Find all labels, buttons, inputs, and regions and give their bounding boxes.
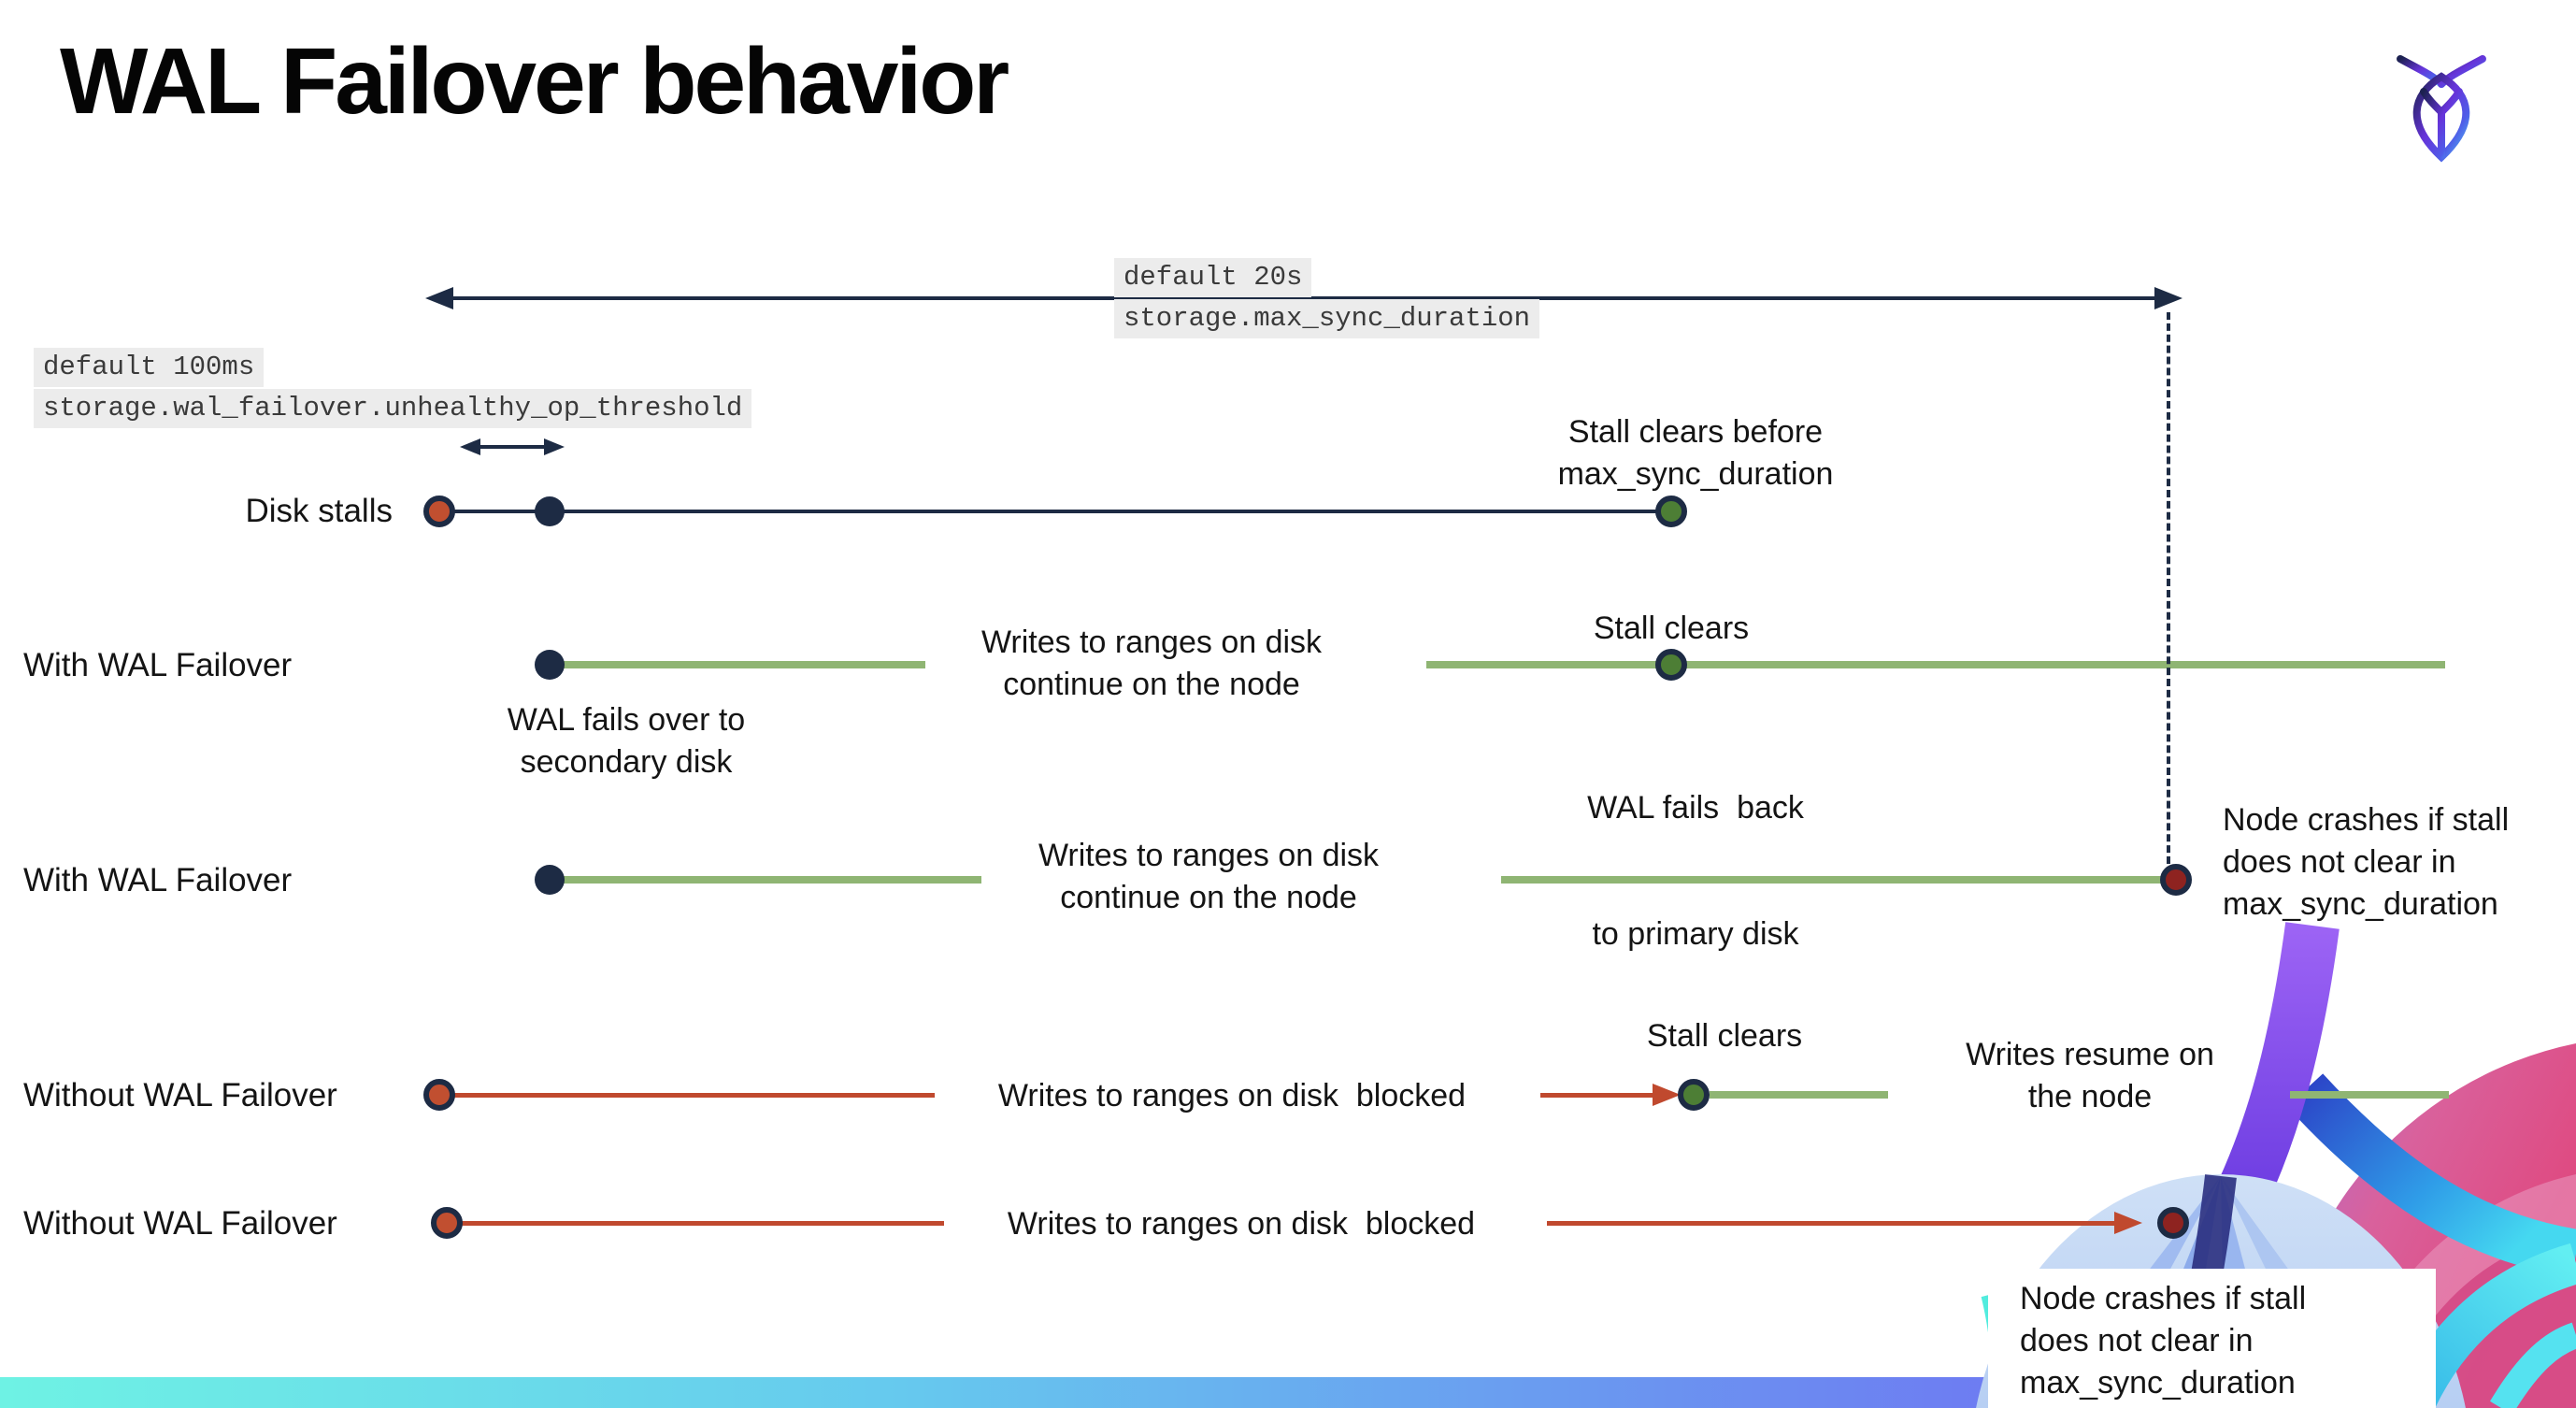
row-label-disk-stalls: Disk stalls [245, 493, 393, 529]
max-sync-duration-span-line [439, 296, 2168, 300]
max-sync-boundary-dashed-line [2167, 312, 2170, 864]
row4-stall-clears-dot [1678, 1079, 1710, 1111]
row5-node-crashes-annotation: Node crashes if stall does not clear in … [2020, 1281, 2307, 1401]
row5-red-arrowhead-icon [2114, 1212, 2142, 1234]
row3-node-crashes-annotation: Node crashes if stall does not clear in … [2223, 802, 2510, 922]
row4-red-arrowhead-icon [1653, 1084, 1681, 1106]
row4-stall-clears-annotation: Stall clears [1646, 1018, 1803, 1054]
row1-threshold-dot [535, 496, 565, 526]
row2-failover-dot [535, 650, 565, 680]
row4-writes-resume-annotation: Writes resume on the node [1966, 1037, 2214, 1114]
row-label-with-wal-failover-2: With WAL Failover [23, 862, 293, 898]
row4-stall-start-dot [423, 1079, 455, 1111]
row4-green-line-b [2290, 1091, 2449, 1099]
row3-green-line-a [550, 876, 981, 884]
row2-fails-back-annotation: WAL fails back to primary disk [1587, 790, 1804, 952]
row4-red-line-a [452, 1093, 935, 1098]
arrowhead-right-small-icon [544, 438, 565, 455]
unhealthy-op-default-label: default 100ms [34, 348, 265, 387]
arrowhead-left-small-icon [460, 438, 480, 455]
row5-crash-dot [2157, 1207, 2189, 1239]
row2-green-line-a [550, 661, 925, 668]
row5-node-crashes-callout: Node crashes if stall does not clear in … [1988, 1269, 2436, 1408]
row-label-with-wal-failover-1: With WAL Failover [23, 647, 293, 683]
row4-writes-blocked-annotation: Writes to ranges on disk blocked [997, 1078, 1467, 1113]
cockroach-logo-icon [2397, 55, 2486, 163]
row2-stall-clears-annotation: Stall clears [1593, 611, 1750, 646]
row3-crash-dot [2160, 864, 2192, 896]
row5-red-line-a [460, 1221, 944, 1226]
row2-green-line-b [1426, 661, 2445, 668]
row3-green-line-b [1501, 876, 2165, 884]
row1-timeline [439, 510, 1671, 513]
threshold-span-line [472, 445, 551, 449]
row2-stall-clears-dot [1655, 649, 1687, 681]
page-title: WAL Failover behavior [60, 29, 1009, 134]
row4-green-line-a [1710, 1091, 1888, 1099]
unhealthy-op-setting-label: storage.wal_failover.unhealthy_op_thresh… [34, 389, 752, 428]
max-sync-default-label: default 20s [1114, 258, 1312, 297]
row3-writes-continue-annotation: Writes to ranges on disk continue on the… [1038, 838, 1380, 915]
max-sync-setting-label: storage.max_sync_duration [1114, 299, 1540, 338]
row5-stall-start-dot [431, 1207, 463, 1239]
row1-stall-clears-dot [1655, 496, 1687, 527]
row4-red-line-b [1540, 1093, 1662, 1098]
row1-stall-start-dot [423, 496, 455, 527]
row-label-without-wal-failover-1: Without WAL Failover [23, 1077, 337, 1113]
row1-stall-clears-annotation: Stall clears before max_sync_duration [1557, 414, 1834, 492]
row2-fails-over-annotation: WAL fails over to secondary disk [507, 702, 746, 780]
row5-red-line-b [1547, 1221, 2119, 1226]
row5-writes-blocked-annotation: Writes to ranges on disk blocked [1007, 1206, 1476, 1242]
row-label-without-wal-failover-2: Without WAL Failover [23, 1205, 337, 1242]
row3-failover-dot [535, 865, 565, 895]
row2-writes-continue-annotation: Writes to ranges on disk continue on the… [980, 625, 1323, 702]
